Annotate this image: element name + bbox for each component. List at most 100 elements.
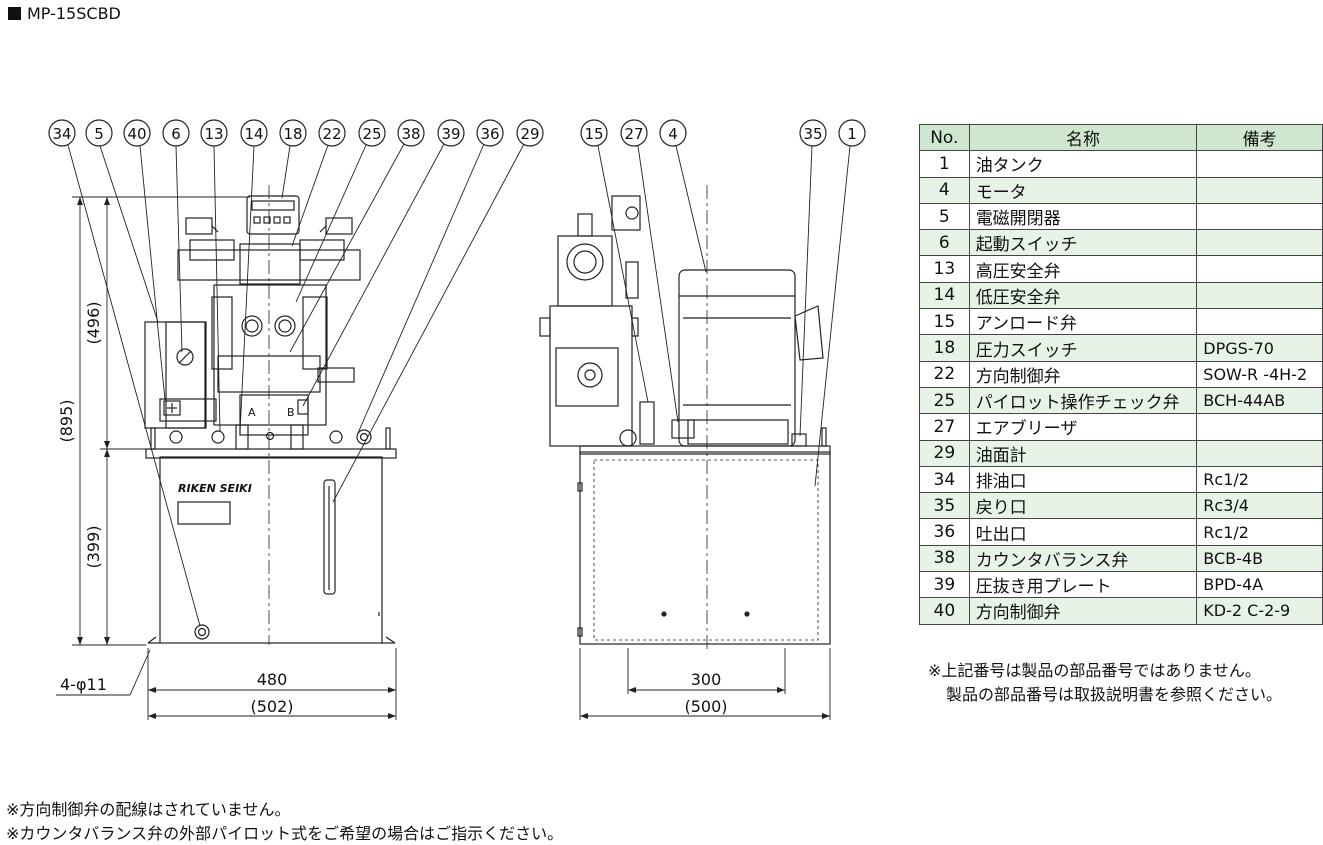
- row-no: 34: [919, 465, 970, 494]
- row-no: 14: [919, 281, 970, 310]
- dim-holes: 4-φ11: [60, 675, 107, 694]
- valve-40: [159, 398, 217, 422]
- callout-15-label: 15: [584, 125, 603, 143]
- row-no: 18: [919, 334, 970, 362]
- directional-valve: [177, 249, 361, 281]
- header-no: No.: [919, 123, 970, 152]
- row-name: 電磁開閉器: [968, 202, 1198, 231]
- row-name: 油タンク: [968, 150, 1198, 178]
- row-no: 13: [919, 255, 970, 283]
- table-note-2: 製品の部品番号は取扱説明書を参照ください。: [946, 685, 1283, 704]
- callout-27: [620, 119, 648, 147]
- callout-18: [279, 119, 307, 147]
- callout-13-label: 13: [204, 125, 223, 143]
- callout-35: [799, 119, 827, 147]
- square-bullet-icon: [8, 7, 21, 20]
- row-no: 1: [919, 150, 970, 178]
- row-no: 4: [919, 176, 970, 204]
- manifold-block: [213, 284, 327, 426]
- row-no: 27: [919, 413, 970, 441]
- dim-side-inner: 300: [691, 670, 722, 689]
- row-name: エアブリーザ: [968, 413, 1198, 441]
- row-name: 吐出口: [968, 518, 1198, 546]
- row-note: [1196, 308, 1323, 336]
- dim-front-outer: (502): [250, 697, 293, 716]
- row-no: 22: [919, 360, 970, 388]
- callout-numbers: 34 5 40 6 13 14 18 22 25 38 39 36 29 15 …: [52, 125, 856, 143]
- callout-40: [123, 119, 151, 147]
- dim-side-outer: (500): [684, 697, 727, 716]
- callout-39-label: 39: [441, 125, 460, 143]
- callout-1-label: 1: [847, 125, 857, 143]
- row-no: 6: [919, 229, 970, 257]
- callout-6-label: 6: [171, 125, 181, 143]
- row-no: 36: [919, 518, 970, 546]
- row-name: 圧力スイッチ: [968, 334, 1198, 362]
- row-name: 高圧安全弁: [968, 255, 1198, 283]
- callout-35-label: 35: [803, 125, 822, 143]
- callout-5-label: 5: [94, 125, 104, 143]
- callout-34-label: 34: [52, 125, 71, 143]
- callout-38-label: 38: [401, 125, 420, 143]
- callout-27-label: 27: [624, 125, 643, 143]
- row-no: 38: [919, 544, 970, 573]
- callout-29-label: 29: [520, 125, 539, 143]
- row-name: 方向制御弁: [968, 597, 1198, 625]
- callout-22: [318, 119, 346, 147]
- row-note: KD-2 C-2-9: [1196, 597, 1323, 625]
- bottom-note-2: ※カウンタバランス弁の外部パイロット式をご希望の場合はご指示ください。: [6, 824, 564, 843]
- row-name: モータ: [968, 176, 1198, 204]
- row-no: 25: [919, 386, 970, 415]
- header-name: 名称: [968, 123, 1198, 152]
- callout-25: [358, 119, 386, 147]
- bottom-note-1: ※方向制御弁の配線はされていません。: [6, 800, 291, 819]
- row-no: 35: [919, 492, 970, 520]
- row-note: BCH-44AB: [1196, 386, 1323, 415]
- row-note: [1196, 255, 1323, 283]
- row-name: 油面計: [968, 439, 1198, 467]
- row-note: [1196, 202, 1323, 231]
- row-name: パイロット操作チェック弁: [968, 386, 1198, 415]
- motor: [678, 269, 796, 447]
- drawing-title: MP-15SCBD: [8, 4, 121, 23]
- callout-15: [580, 119, 608, 147]
- front-nameplate: [177, 501, 231, 525]
- side-valve-block: [549, 305, 633, 447]
- callout-40-label: 40: [127, 125, 146, 143]
- side-callout-bubbles: [580, 119, 866, 147]
- air-breather: [671, 419, 695, 439]
- callout-29: [516, 119, 544, 147]
- parts-table-header: No. 名称 備考: [919, 123, 1323, 152]
- callout-25-label: 25: [362, 125, 381, 143]
- row-name: 戻り口: [968, 492, 1198, 520]
- row-name: 排油口: [968, 465, 1198, 494]
- front-callout-bubbles: [48, 119, 544, 147]
- row-note: Rc3/4: [1196, 492, 1323, 520]
- callout-22-label: 22: [322, 125, 341, 143]
- callout-4: [659, 119, 687, 147]
- callout-36: [476, 119, 504, 147]
- row-note: [1196, 439, 1323, 467]
- row-no: 40: [919, 597, 970, 625]
- dim-height-total: (895): [57, 399, 76, 442]
- row-note: BCB-4B: [1196, 544, 1323, 573]
- header-note: 備考: [1196, 123, 1323, 152]
- table-note-1: ※上記番号は製品の部品番号ではありません。: [928, 661, 1261, 680]
- row-name: アンロード弁: [968, 308, 1198, 336]
- magnetic-switch-box: [144, 321, 206, 429]
- row-name: 起動スイッチ: [968, 229, 1198, 257]
- brand-label: RIKEN SEIKI: [178, 482, 252, 495]
- oil-level-gauge: [323, 479, 336, 595]
- row-note: [1196, 176, 1323, 204]
